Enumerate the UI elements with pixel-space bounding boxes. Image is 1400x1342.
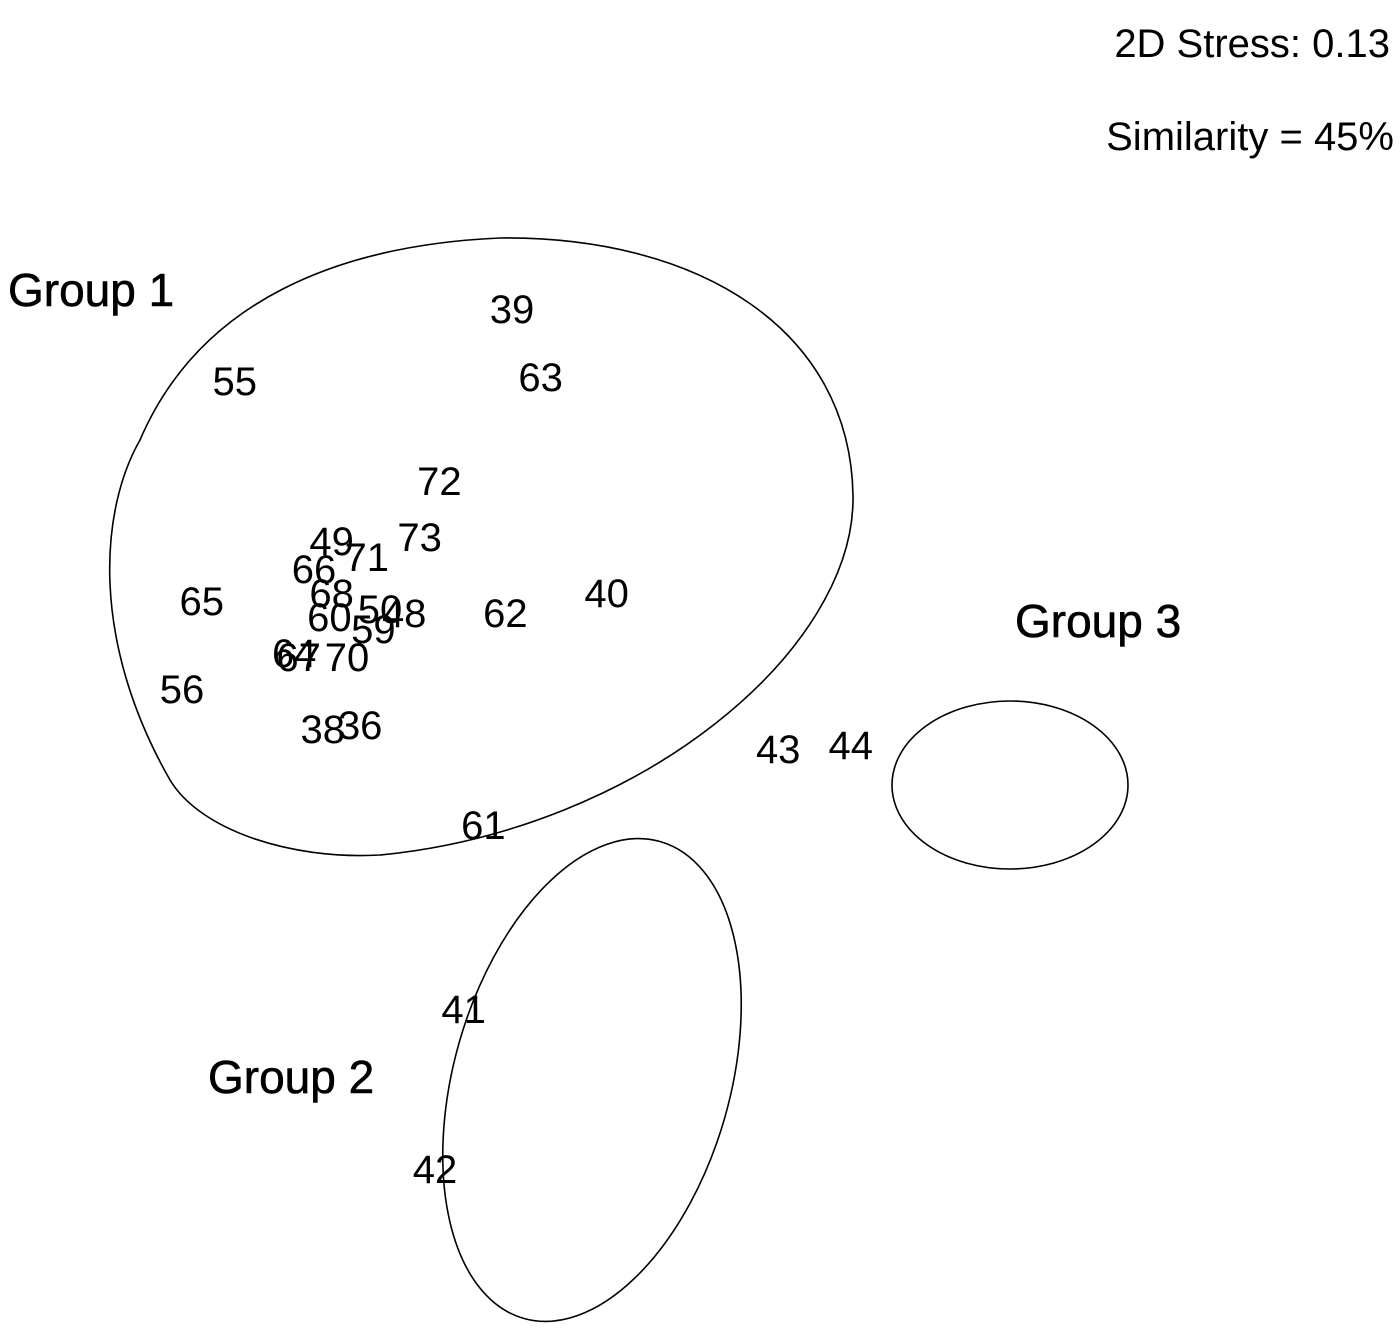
sample-label-36: 36 xyxy=(338,704,383,748)
sample-label-49: 49 xyxy=(309,520,354,564)
sample-label-42: 42 xyxy=(413,1148,458,1192)
sample-label-64: 64 xyxy=(272,632,317,676)
sample-label-65: 65 xyxy=(180,580,225,624)
sample-label-71: 71 xyxy=(345,536,390,580)
group-2-label: Group 2 xyxy=(208,1051,374,1103)
sample-label-44: 44 xyxy=(829,724,874,768)
sample-label-67: 67 xyxy=(276,636,321,680)
group-1-outline xyxy=(108,237,854,857)
stress-annotation: 2D Stress: 0.13 xyxy=(1114,22,1390,66)
group-3-label: Group 3 xyxy=(1015,595,1181,647)
sample-label-40: 40 xyxy=(584,572,629,616)
sample-label-56: 56 xyxy=(160,668,205,712)
sample-label-62: 62 xyxy=(483,592,528,636)
sample-label-61: 61 xyxy=(461,804,506,848)
sample-label-55: 55 xyxy=(213,360,258,404)
sample-label-48: 48 xyxy=(382,592,427,636)
group-3-outline xyxy=(891,700,1129,870)
sample-label-70: 70 xyxy=(325,636,370,680)
sample-label-39: 39 xyxy=(490,288,535,332)
sample-label-66: 66 xyxy=(292,548,337,592)
group-2-outline xyxy=(441,837,743,1323)
similarity-annotation: Similarity = 45% xyxy=(1106,115,1394,159)
sample-label-50: 50 xyxy=(358,588,403,632)
sample-label-43: 43 xyxy=(756,728,801,772)
sample-label-63: 63 xyxy=(518,356,563,400)
sample-label-73: 73 xyxy=(397,516,442,560)
sample-label-41: 41 xyxy=(441,988,486,1032)
sample-label-60: 60 xyxy=(307,596,352,640)
sample-label-38: 38 xyxy=(301,708,346,752)
group-1-label: Group 1 xyxy=(8,264,174,316)
sample-label-68: 68 xyxy=(309,572,354,616)
sample-label-72: 72 xyxy=(417,460,462,504)
sample-label-59: 59 xyxy=(351,608,396,652)
